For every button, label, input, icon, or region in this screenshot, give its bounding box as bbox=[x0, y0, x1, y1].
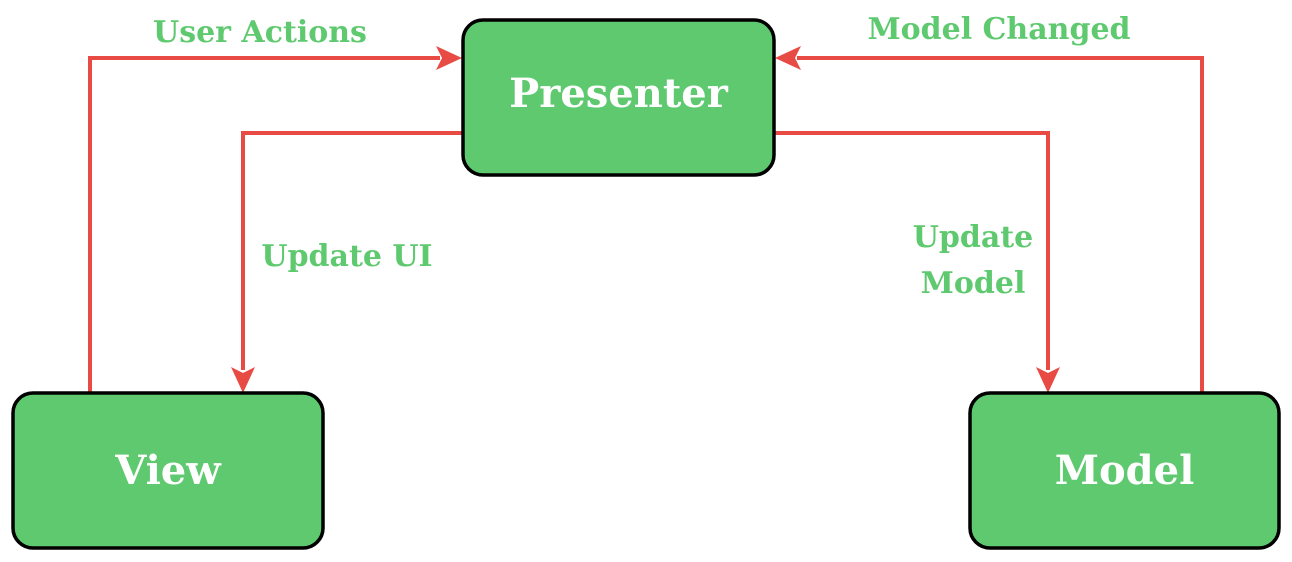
node-presenter-box bbox=[461, 18, 776, 177]
edge-label-user-actions: User Actions bbox=[153, 15, 367, 50]
edge-model-changed-arrowhead bbox=[775, 46, 801, 70]
edge-label-model-changed: Model Changed bbox=[867, 12, 1130, 47]
edge-update-ui bbox=[231, 131, 463, 393]
node-view-label: View bbox=[114, 447, 222, 494]
edge-user-actions-arrowhead bbox=[436, 46, 462, 70]
edge-label-update-model-line2: Model bbox=[921, 266, 1026, 301]
node-model[interactable]: Model bbox=[968, 391, 1281, 550]
edge-user-actions bbox=[88, 46, 462, 393]
edge-update-ui-line bbox=[241, 131, 463, 370]
edge-update-model-arrowhead bbox=[1036, 367, 1060, 393]
node-presenter-label: Presenter bbox=[509, 70, 729, 117]
edge-model-changed bbox=[775, 46, 1204, 393]
node-view[interactable]: View bbox=[11, 391, 325, 550]
edge-label-update-ui: Update UI bbox=[261, 239, 432, 274]
edge-update-ui-arrowhead bbox=[231, 367, 255, 393]
edge-user-actions-line bbox=[88, 56, 440, 393]
edge-label-update-model-line1: Update bbox=[913, 220, 1034, 255]
node-model-label: Model bbox=[1055, 447, 1195, 494]
edge-update-model bbox=[774, 131, 1060, 393]
edge-model-changed-line bbox=[797, 56, 1204, 393]
node-presenter[interactable]: Presenter bbox=[461, 18, 776, 177]
edge-update-model-line bbox=[774, 131, 1050, 370]
node-model-box bbox=[968, 391, 1281, 550]
node-view-box bbox=[11, 391, 325, 550]
